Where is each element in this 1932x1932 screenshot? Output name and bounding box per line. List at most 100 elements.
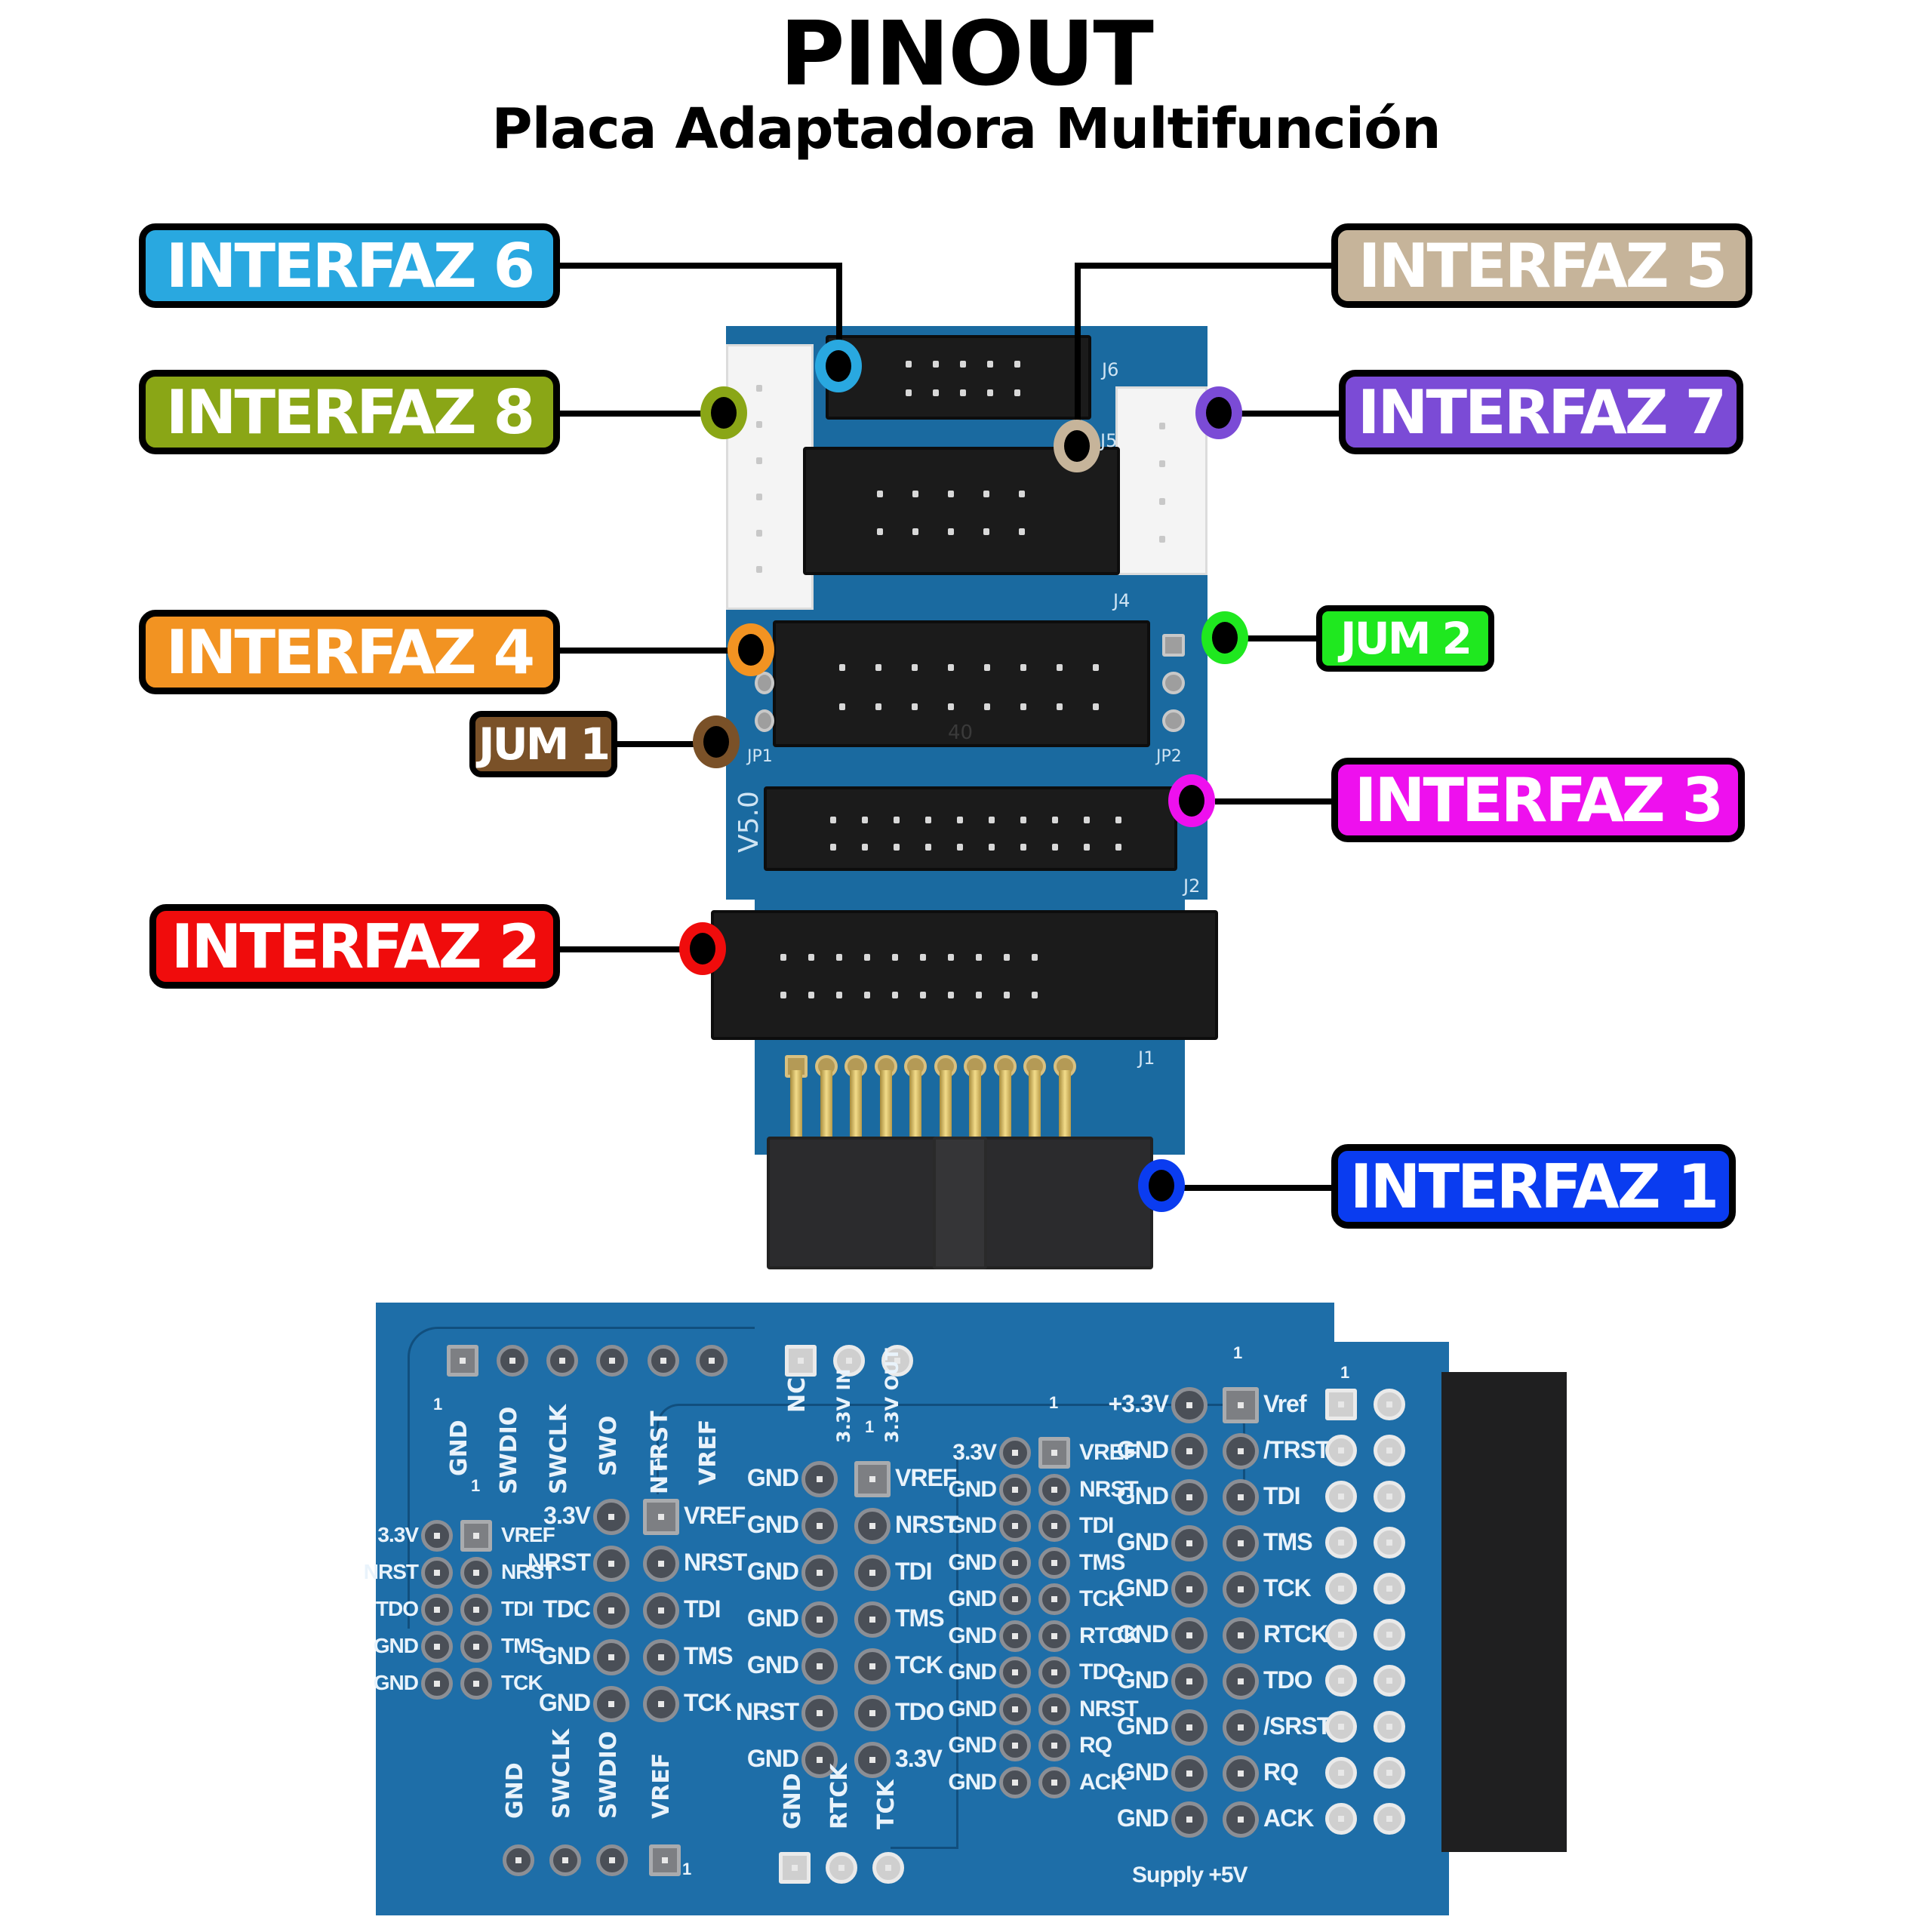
block_d-left-pin <box>999 1473 1031 1506</box>
top-row-pin <box>596 1345 628 1377</box>
block_e-left-pin <box>1171 1663 1208 1700</box>
j1-gold-pin <box>1058 1070 1071 1140</box>
j5-pin <box>877 528 883 535</box>
block_e-left-label: GND <box>1116 1620 1169 1647</box>
white-connector-right <box>1115 386 1208 575</box>
block_e-left-label: GND <box>1116 1666 1169 1694</box>
block_e-right-pin <box>1223 1571 1259 1607</box>
j2-pin <box>808 954 814 961</box>
jp1-silk: JP1 <box>747 747 773 766</box>
pin1-marker: 1 <box>865 1417 874 1436</box>
block_e-right-pin <box>1223 1525 1259 1561</box>
j4-pin <box>948 703 954 710</box>
interfaz-3-marker[interactable] <box>1168 774 1215 827</box>
interfaz-6-label[interactable]: INTERFAZ 6 <box>139 223 560 308</box>
block_b-left-label: NRST <box>527 1549 591 1576</box>
block_c-left-pin <box>801 1461 838 1497</box>
edge-pin <box>1325 1481 1357 1512</box>
callout-line <box>1238 411 1343 417</box>
j5-pin <box>948 528 954 535</box>
callout-line <box>1075 263 1336 269</box>
block_e-left-label: GND <box>1116 1574 1169 1601</box>
power-row-pin <box>881 1345 913 1377</box>
block_a-right-pin <box>460 1668 492 1700</box>
edge-pin <box>1325 1527 1357 1558</box>
j1-silk: J1 <box>1138 1048 1155 1069</box>
interfaz-6-marker[interactable] <box>815 340 862 392</box>
top-row-label: NTRST <box>647 1411 673 1494</box>
block_d-right-pin <box>1038 1510 1070 1542</box>
jp2-silk: JP2 <box>1156 747 1182 766</box>
interfaz-2-label[interactable]: INTERFAZ 2 <box>149 904 560 989</box>
j6-pin <box>960 389 966 396</box>
block_d-right-label: TDI <box>1079 1513 1114 1538</box>
block_d-left-label: GND <box>948 1660 997 1684</box>
interfaz-4-label[interactable]: INTERFAZ 4 <box>139 610 560 694</box>
interfaz-8-label[interactable]: INTERFAZ 8 <box>139 370 560 454</box>
j3-pin <box>1115 844 1121 851</box>
jum-1-marker[interactable] <box>693 715 740 768</box>
edge-pin <box>1374 1481 1405 1512</box>
power-row-pin <box>785 1345 817 1377</box>
j4-pin <box>875 664 881 671</box>
edge-pin <box>1325 1665 1357 1697</box>
block_c-left-label: GND <box>746 1651 799 1678</box>
power-row-label: 3.3V IN <box>833 1368 854 1443</box>
block_c-left-pin <box>801 1695 838 1731</box>
block_d-left-pin <box>999 1546 1031 1579</box>
j2-pin <box>948 992 954 998</box>
jum-2-label[interactable]: JUM 2 <box>1316 605 1494 672</box>
pin1-marker: 1 <box>682 1860 691 1878</box>
j3-pin <box>957 817 963 823</box>
interfaz-8-marker[interactable] <box>700 386 747 439</box>
j6-pin <box>933 389 939 396</box>
interfaz-2-marker[interactable] <box>679 922 726 975</box>
block_d-left-label: GND <box>948 1586 997 1611</box>
callout-line <box>555 411 729 417</box>
jum-2-marker[interactable] <box>1201 611 1248 664</box>
interfaz-5-label[interactable]: INTERFAZ 5 <box>1331 223 1752 308</box>
white-connector-pin <box>756 566 762 573</box>
jum-1-label[interactable]: JUM 1 <box>469 711 617 777</box>
interfaz-1-marker[interactable] <box>1138 1159 1185 1212</box>
block_d-left-label: GND <box>948 1513 997 1538</box>
interfaz-5-marker[interactable] <box>1054 420 1100 472</box>
j2-pin <box>864 992 870 998</box>
j4-pin <box>948 664 954 671</box>
block_e-left-pin <box>1171 1525 1208 1561</box>
block_e-left-pin <box>1171 1387 1208 1423</box>
j6-pin <box>987 361 993 368</box>
interfaz-3-label[interactable]: INTERFAZ 3 <box>1331 758 1745 842</box>
j5-pin <box>1019 528 1025 535</box>
block_d-right-label: TCK <box>1079 1586 1124 1611</box>
interfaz-4-marker[interactable] <box>728 623 774 676</box>
j3-pin <box>862 817 868 823</box>
j5-pin <box>948 491 954 497</box>
j5-pin <box>877 491 883 497</box>
j6-pin <box>933 361 939 368</box>
block_d-right-pin <box>1038 1766 1070 1798</box>
interfaz-1-label[interactable]: INTERFAZ 1 <box>1331 1144 1736 1229</box>
edge-pin <box>1325 1435 1357 1466</box>
block_d-left-label: GND <box>948 1476 997 1502</box>
version-silk: V5.0 <box>734 791 764 853</box>
edge-pin <box>1374 1435 1405 1466</box>
white-connector-left <box>726 344 814 610</box>
block_a-right-label: TDI <box>501 1597 534 1620</box>
block_e-right-pin <box>1223 1387 1259 1423</box>
j2-pin <box>976 954 982 961</box>
block_c-right-pin <box>854 1742 891 1778</box>
j2-pin <box>836 954 842 961</box>
block_e-right-label: TMS <box>1263 1528 1313 1555</box>
edge-pin <box>1325 1619 1357 1651</box>
block_c-left-label: NRST <box>735 1698 799 1725</box>
j6-header <box>826 335 1091 420</box>
j6-pin <box>960 361 966 368</box>
edge-pin <box>1374 1527 1405 1558</box>
interfaz-7-label[interactable]: INTERFAZ 7 <box>1339 370 1743 454</box>
j2-pin <box>836 992 842 998</box>
j6-pin <box>906 389 912 396</box>
j6-pin <box>987 389 993 396</box>
block_b-left-label: TDC <box>543 1595 591 1623</box>
interfaz-7-marker[interactable] <box>1195 386 1242 439</box>
